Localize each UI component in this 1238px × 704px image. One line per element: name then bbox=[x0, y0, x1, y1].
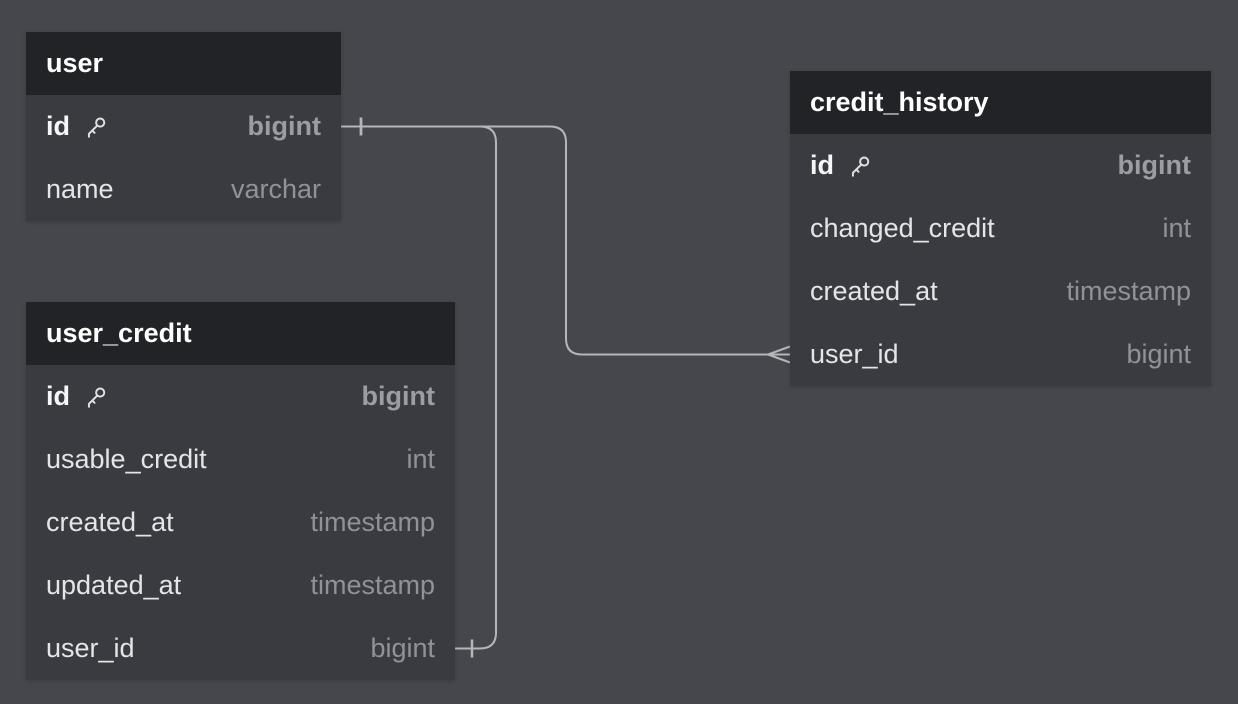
field-name-group: updated_at bbox=[46, 570, 181, 601]
table-header-user_credit[interactable]: user_credit bbox=[26, 302, 455, 365]
field-name: updated_at bbox=[46, 570, 182, 600]
field-name: changed_credit bbox=[810, 213, 995, 243]
field-row-user-name[interactable]: name varchar bbox=[26, 158, 341, 221]
field-name-group: created_at bbox=[810, 276, 938, 307]
field-row-user_credit-updated_at[interactable]: updated_at timestamp bbox=[26, 554, 455, 617]
field-name: usable_credit bbox=[46, 444, 207, 474]
field-name-group: id bbox=[810, 150, 872, 181]
field-row-credit_history-changed_credit[interactable]: changed_credit int bbox=[790, 197, 1211, 260]
table-title: credit_history bbox=[810, 87, 989, 117]
field-type: varchar bbox=[230, 174, 321, 204]
field-row-user_credit-created_at[interactable]: created_at timestamp bbox=[26, 491, 455, 554]
field-type: bigint bbox=[370, 633, 435, 663]
field-name: id bbox=[810, 150, 834, 180]
field-type: bigint bbox=[247, 111, 321, 141]
field-name: name bbox=[46, 174, 114, 204]
field-row-user_credit-usable_credit[interactable]: usable_credit int bbox=[26, 428, 455, 491]
field-row-user_credit-id[interactable]: id bigint bbox=[26, 365, 455, 428]
field-type: bigint bbox=[1117, 150, 1191, 180]
field-name: user_id bbox=[46, 633, 135, 663]
table-user[interactable]: user id bigint name varchar bbox=[26, 32, 341, 221]
field-type: bigint bbox=[1126, 339, 1191, 369]
field-name-group: id bbox=[46, 381, 108, 412]
field-name-group: user_id bbox=[46, 633, 135, 664]
field-row-user-id[interactable]: id bigint bbox=[26, 95, 341, 158]
field-type: timestamp bbox=[1066, 276, 1191, 306]
field-type: timestamp bbox=[310, 507, 435, 537]
field-name-group: id bbox=[46, 111, 108, 142]
key-icon bbox=[87, 117, 106, 138]
field-name: created_at bbox=[810, 276, 938, 306]
table-title: user bbox=[46, 48, 104, 78]
field-name: id bbox=[46, 111, 70, 141]
field-type: bigint bbox=[361, 381, 435, 411]
key-icon bbox=[851, 156, 870, 177]
field-row-credit_history-created_at[interactable]: created_at timestamp bbox=[790, 260, 1211, 323]
table-header-credit_history[interactable]: credit_history bbox=[790, 71, 1211, 134]
field-type: int bbox=[1162, 213, 1191, 243]
field-row-credit_history-id[interactable]: id bigint bbox=[790, 134, 1211, 197]
field-name: id bbox=[46, 381, 70, 411]
field-name-group: name bbox=[46, 174, 114, 205]
field-name-group: changed_credit bbox=[810, 213, 995, 244]
field-name-group: usable_credit bbox=[46, 444, 207, 475]
field-name-group: created_at bbox=[46, 507, 174, 538]
field-name: created_at bbox=[46, 507, 174, 537]
cardinality-many-marker-0 bbox=[767, 345, 791, 364]
field-row-user_credit-user_id[interactable]: user_id bigint bbox=[26, 617, 455, 680]
field-row-credit_history-user_id[interactable]: user_id bigint bbox=[790, 323, 1211, 386]
table-title: user_credit bbox=[46, 318, 192, 348]
field-name: user_id bbox=[810, 339, 899, 369]
key-icon bbox=[87, 387, 106, 408]
field-name-group: user_id bbox=[810, 339, 899, 370]
field-type: int bbox=[406, 444, 435, 474]
field-type: timestamp bbox=[310, 570, 435, 600]
table-header-user[interactable]: user bbox=[26, 32, 341, 95]
